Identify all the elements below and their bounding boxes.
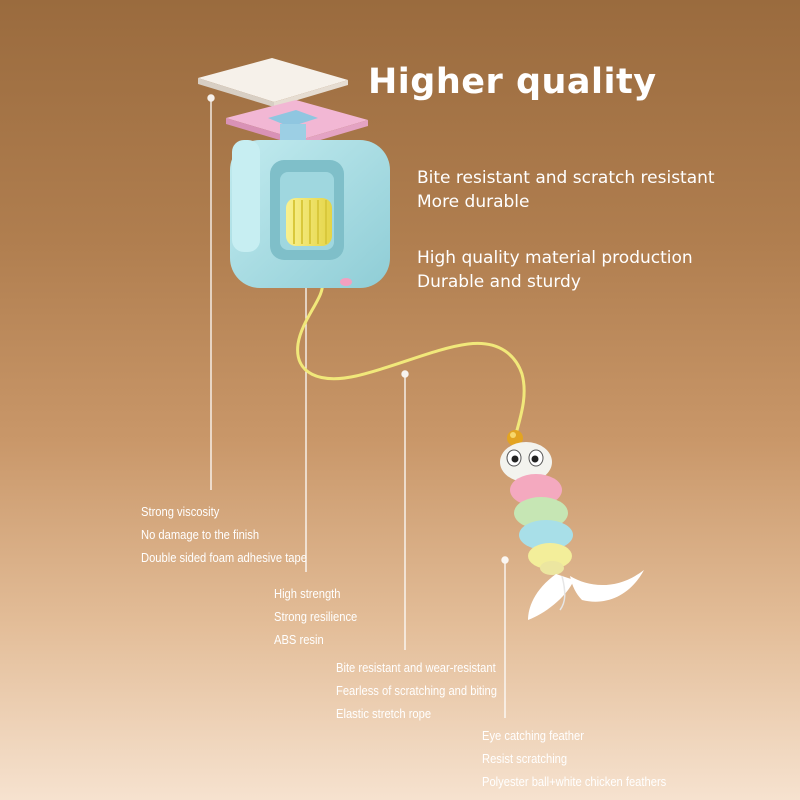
- feather-left: [528, 574, 574, 620]
- leader-dot-adhesive: [207, 94, 215, 102]
- toy-segment-blue: [519, 520, 573, 550]
- feature-line: High quality material production: [417, 248, 693, 268]
- spring-coil: [286, 198, 332, 246]
- callout-line: Elastic stretch rope: [336, 706, 432, 721]
- pink-mount-plate: [226, 100, 368, 146]
- feature-line: Bite resistant and scratch resistant: [417, 168, 715, 188]
- leader-dot-rope: [401, 370, 409, 378]
- headline: Higher quality: [368, 62, 657, 102]
- callout-line: High strength: [274, 586, 341, 601]
- rope-housing: [230, 140, 390, 288]
- adhesive-pad: [198, 58, 348, 107]
- callout-line: Resist scratching: [482, 751, 568, 766]
- callout-line: ABS resin: [274, 632, 324, 647]
- callout-elastic-rope: Bite resistant and wear-resistant Fearle…: [336, 656, 497, 725]
- callout-line: Strong viscosity: [141, 504, 220, 519]
- callout-abs-resin: High strength Strong resilience ABS resi…: [274, 582, 357, 651]
- callout-line: Fearless of scratching and biting: [336, 683, 497, 698]
- feature-block-material: High quality material production Durable…: [417, 246, 693, 294]
- toy-segment-yellow: [528, 543, 572, 569]
- feather-right: [570, 570, 644, 602]
- callout-line: Polyester ball+white chicken feathers: [482, 774, 667, 789]
- caterpillar-toy: [500, 442, 573, 575]
- callout-line: Eye catching feather: [482, 728, 584, 743]
- white-feathers: [528, 570, 644, 620]
- feature-block-bite-resistant: Bite resistant and scratch resistant Mor…: [417, 166, 715, 214]
- callout-line: No damage to the finish: [141, 527, 260, 542]
- callout-line: Bite resistant and wear-resistant: [336, 660, 496, 675]
- callout-line: Strong resilience: [274, 609, 358, 624]
- bell: [507, 430, 523, 446]
- callout-feather: Eye catching feather Resist scratching P…: [482, 724, 666, 793]
- callout-line: Double sided foam adhesive tape: [141, 550, 307, 565]
- feature-line: More durable: [417, 192, 530, 212]
- callout-adhesive-tape: Strong viscosity No damage to the finish…: [141, 500, 307, 569]
- leader-dot-feather: [501, 556, 509, 564]
- feature-line: Durable and sturdy: [417, 272, 581, 292]
